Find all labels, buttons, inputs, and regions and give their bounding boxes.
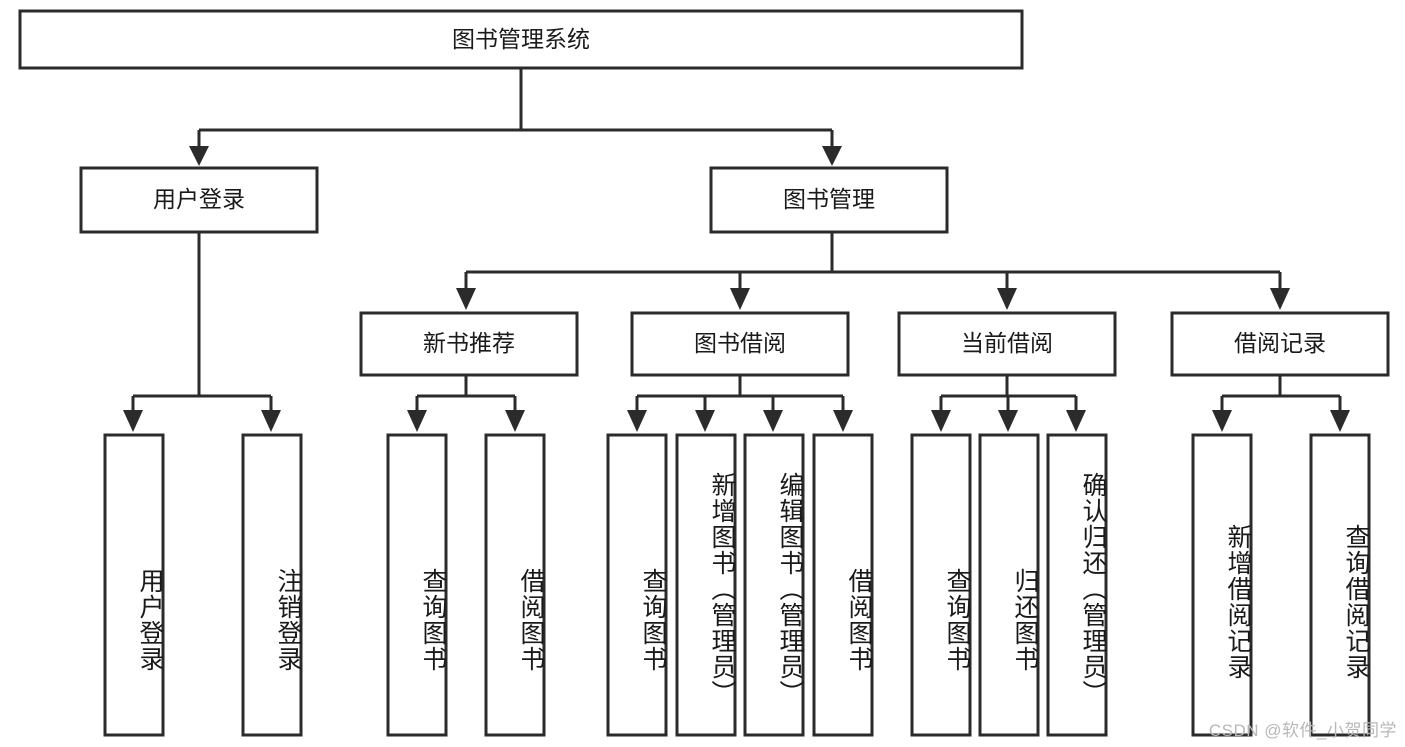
connector-borrow-record-to-leaves (1212, 375, 1350, 432)
node-root[interactable] (18, 9, 1024, 70)
leaf-box[interactable] (743, 433, 805, 737)
node-book-management[interactable] (709, 166, 949, 234)
connector-book-borrow-to-leaves (627, 375, 853, 432)
node-user-login[interactable] (79, 166, 319, 234)
leaf-box[interactable] (1046, 433, 1108, 737)
leaf-box[interactable] (386, 433, 448, 737)
leaf-box[interactable] (103, 433, 165, 737)
leaf-box[interactable] (484, 433, 546, 737)
node-borrow-record[interactable] (1170, 311, 1390, 377)
connector-new-book-to-leaves (407, 375, 525, 432)
connector-level2-to-level3 (456, 232, 1290, 310)
watermark-text: CSDN @软件_小贺同学 (1208, 721, 1397, 740)
connector-current-borrow-to-leaves (931, 375, 1086, 432)
leaf-box[interactable] (978, 433, 1040, 737)
leaf-box[interactable] (910, 433, 972, 737)
node-book-borrow[interactable] (630, 311, 850, 377)
node-current-borrow[interactable] (897, 311, 1117, 377)
leaf-box[interactable] (1309, 433, 1371, 737)
node-new-book-recommend[interactable] (359, 311, 579, 377)
leaf-box[interactable] (606, 433, 668, 737)
leaf-box[interactable] (241, 433, 303, 737)
leaf-box[interactable] (1191, 433, 1253, 737)
connector-user-login-to-leaves (123, 232, 281, 432)
connector-root-to-level2 (189, 68, 842, 166)
leaf-box[interactable] (812, 433, 874, 737)
leaf-box[interactable] (675, 433, 737, 737)
